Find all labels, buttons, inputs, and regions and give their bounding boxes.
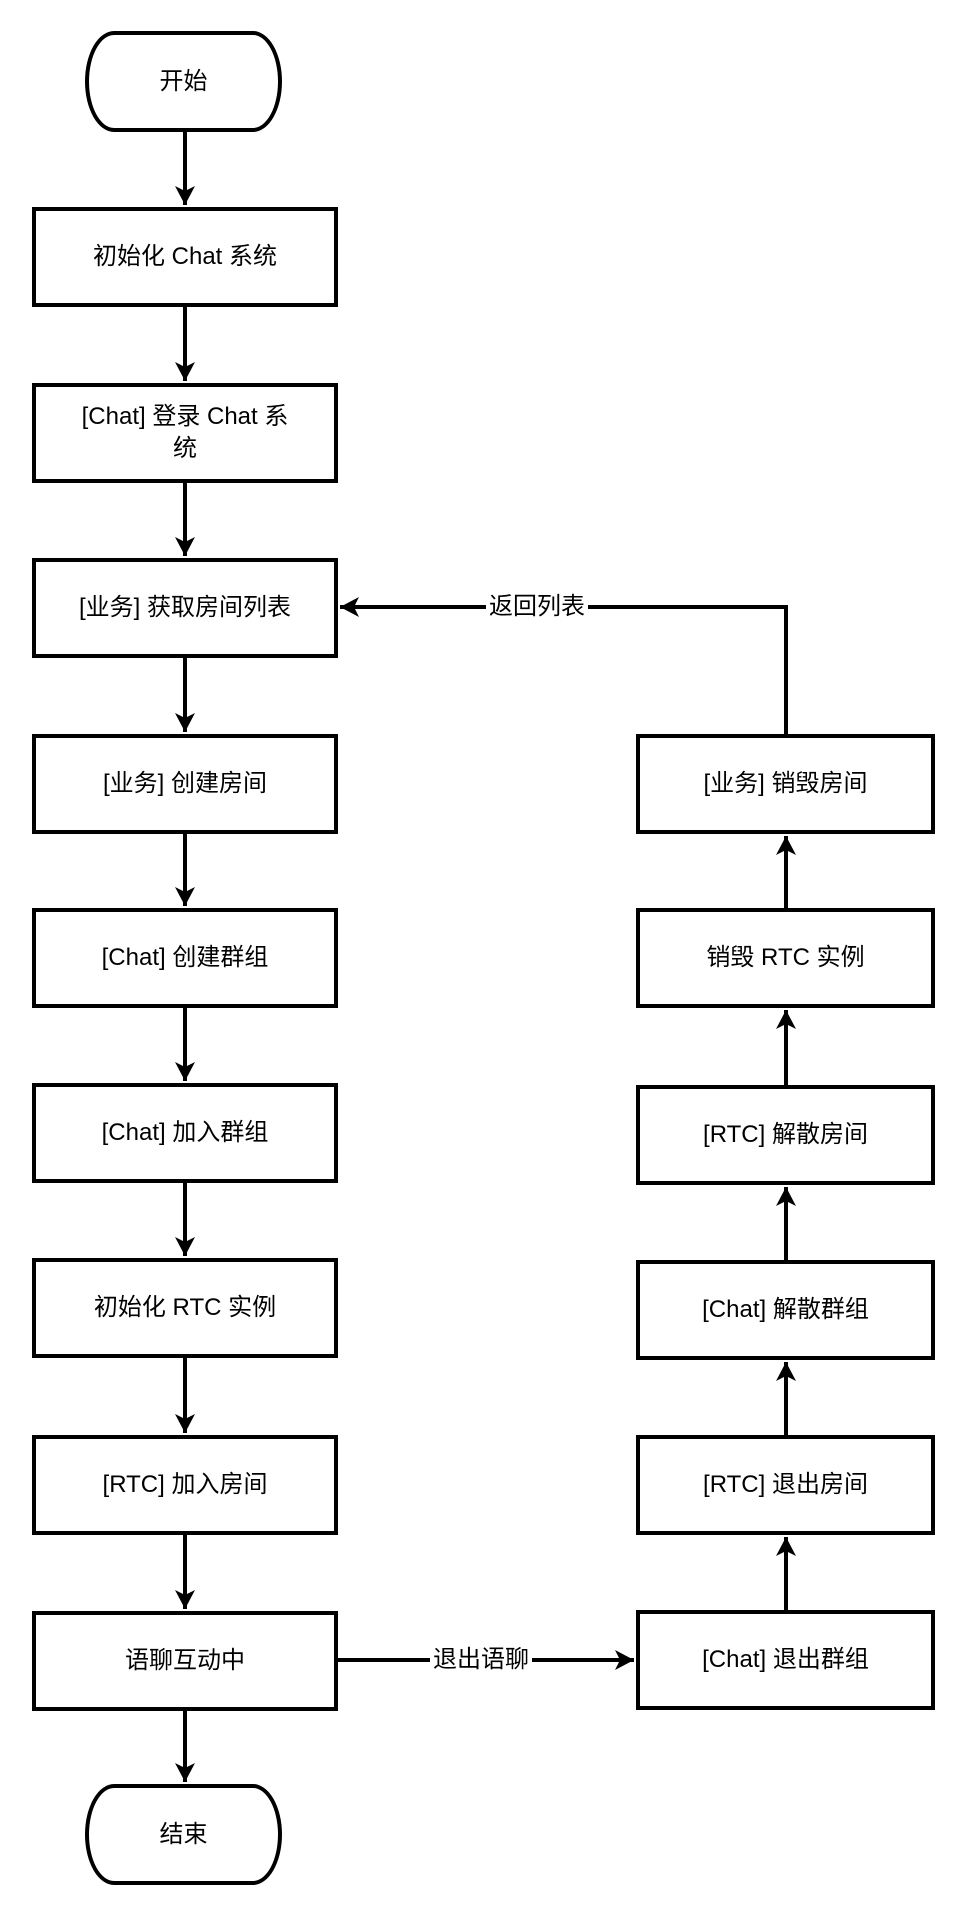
node-start-label: 开始 — [159, 67, 208, 95]
node-chat-leave-group-label: [Chat] 退出群组 — [702, 1646, 869, 1673]
node-end-label: 结束 — [159, 1820, 208, 1848]
node-biz-destroy-room[interactable]: [业务] 销毁房间 — [636, 734, 935, 834]
node-rtc-join-room-label: [RTC] 加入房间 — [102, 1471, 268, 1498]
node-biz-get-room-list-label: [业务] 获取房间列表 — [78, 594, 291, 621]
node-chat-destroy-group-label: [Chat] 解散群组 — [702, 1296, 869, 1323]
node-chat-create-group-label: [Chat] 创建群组 — [101, 944, 269, 971]
node-voice-chatting[interactable]: 语聊互动中 — [32, 1611, 338, 1711]
node-chat-join-group-label: [Chat] 加入群组 — [101, 1119, 269, 1146]
node-voice-chatting-label: 语聊互动中 — [125, 1647, 245, 1674]
node-rtc-join-room[interactable]: [RTC] 加入房间 — [32, 1435, 338, 1535]
node-biz-create-room[interactable]: [业务] 创建房间 — [32, 734, 338, 834]
node-init-rtc-label: 初始化 RTC 实例 — [93, 1294, 277, 1321]
node-init-chat[interactable]: 初始化 Chat 系统 — [32, 207, 338, 307]
node-chat-login[interactable]: [Chat] 登录 Chat 系统 — [32, 383, 338, 483]
node-chat-destroy-group[interactable]: [Chat] 解散群组 — [636, 1260, 935, 1360]
edge-label-exit-voice-chat: 退出语聊 — [430, 1645, 532, 1675]
node-init-rtc[interactable]: 初始化 RTC 实例 — [32, 1258, 338, 1358]
node-destroy-rtc-label: 销毁 RTC 实例 — [706, 944, 865, 971]
node-chat-leave-group[interactable]: [Chat] 退出群组 — [636, 1610, 935, 1710]
node-rtc-destroy-room-label: [RTC] 解散房间 — [703, 1121, 868, 1148]
node-rtc-destroy-room[interactable]: [RTC] 解散房间 — [636, 1085, 935, 1185]
node-chat-create-group[interactable]: [Chat] 创建群组 — [32, 908, 338, 1008]
node-rtc-leave-room[interactable]: [RTC] 退出房间 — [636, 1435, 935, 1535]
node-biz-get-room-list[interactable]: [业务] 获取房间列表 — [32, 558, 338, 658]
node-destroy-rtc[interactable]: 销毁 RTC 实例 — [636, 908, 935, 1008]
edge-label-back-to-list: 返回列表 — [486, 592, 588, 622]
node-init-chat-label: 初始化 Chat 系统 — [92, 243, 278, 270]
node-biz-destroy-room-label: [业务] 销毁房间 — [703, 770, 868, 797]
node-chat-join-group[interactable]: [Chat] 加入群组 — [32, 1083, 338, 1183]
node-end[interactable]: 结束 — [85, 1784, 282, 1885]
node-rtc-leave-room-label: [RTC] 退出房间 — [703, 1471, 868, 1498]
edge-back-to-list — [340, 597, 788, 734]
node-biz-create-room-label: [业务] 创建房间 — [102, 770, 267, 797]
node-start[interactable]: 开始 — [85, 31, 282, 132]
node-chat-login-label: [Chat] 登录 Chat 系统 — [81, 403, 289, 462]
